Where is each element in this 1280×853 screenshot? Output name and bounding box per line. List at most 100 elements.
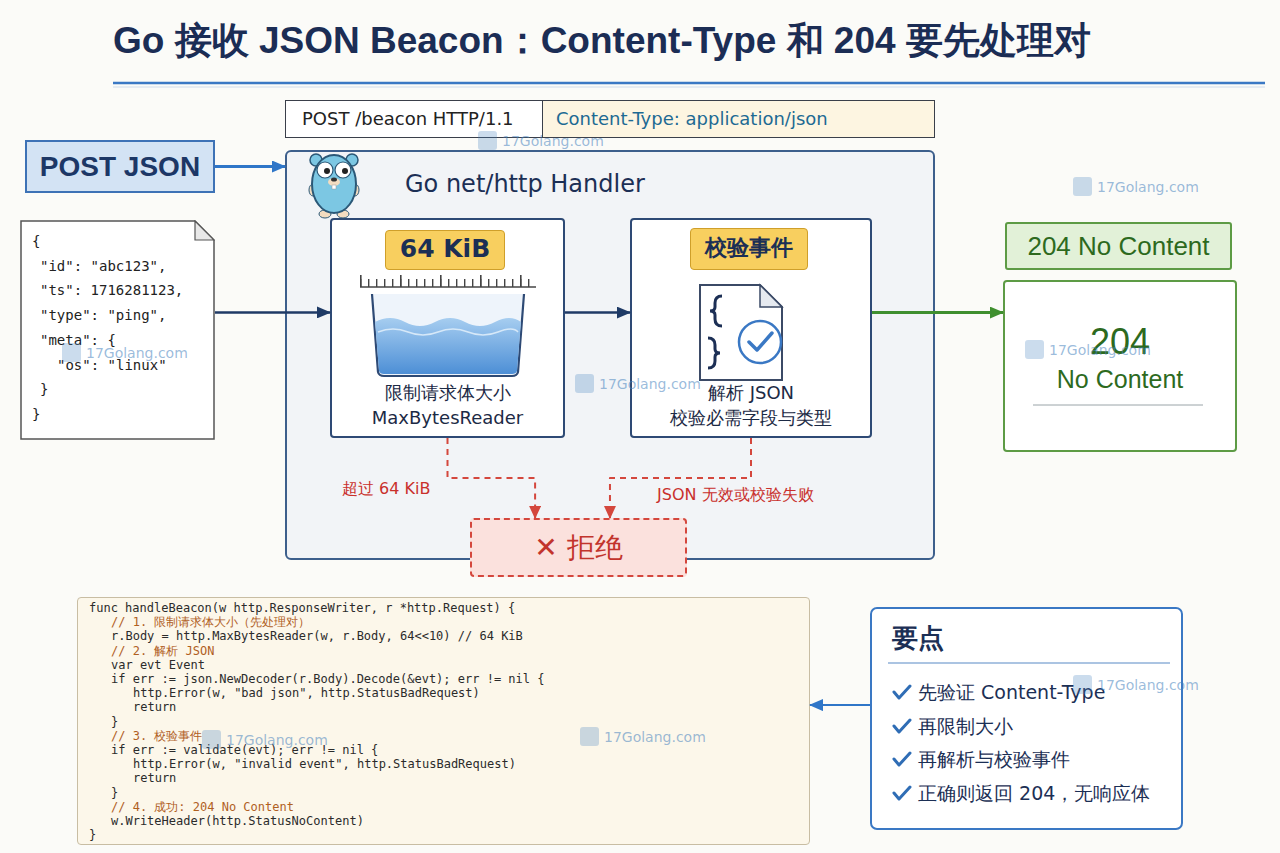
status-header: 204 No Content xyxy=(1005,222,1232,270)
watermark: 17Golang.com xyxy=(202,730,328,750)
watermark: 17Golang.com xyxy=(1073,177,1199,197)
button-label: POST JSON xyxy=(27,142,213,191)
code-line: // 1. 限制请求体大小（先处理对） xyxy=(111,615,310,629)
title-underline xyxy=(113,82,1265,85)
document-sheet xyxy=(21,221,214,439)
gopher-pupil xyxy=(324,168,330,174)
check-mark xyxy=(894,720,910,732)
check-mark xyxy=(894,686,910,698)
water-fill xyxy=(375,318,521,374)
status-box: 204No Content xyxy=(1003,280,1237,452)
json-line: "id": "abc123", xyxy=(40,257,166,275)
json-line: { xyxy=(32,232,40,250)
reject-box: ✕ 拒绝 xyxy=(470,518,687,577)
input-box: POST JSON xyxy=(25,140,215,193)
code-line: return xyxy=(133,700,176,714)
size-tag: 64 KiB xyxy=(385,230,505,270)
check-mark xyxy=(749,333,772,350)
connector xyxy=(215,311,330,314)
connector xyxy=(872,311,1003,314)
json-line: "ts": 1716281123, xyxy=(40,281,183,299)
code-line: } xyxy=(111,786,118,800)
heading: 要点 xyxy=(892,621,944,655)
header-field: Content-Type: application/json xyxy=(542,101,934,137)
watermark: 17Golang.com xyxy=(1073,675,1199,695)
code-line: return xyxy=(133,771,176,785)
json-line: } xyxy=(32,405,40,423)
check-item: 再限制大小 xyxy=(918,714,1013,738)
document-fold xyxy=(195,221,214,240)
paper-fold xyxy=(760,285,782,307)
watermark: 17Golang.com xyxy=(1025,340,1151,360)
check-item: 再解析与校验事件 xyxy=(918,747,1070,771)
code-line: // 3. 校验事件 xyxy=(111,729,202,743)
json-line: } xyxy=(40,380,48,398)
reject-label: ✕ 拒绝 xyxy=(472,520,685,575)
connector xyxy=(610,438,751,518)
handler-box: Go net/http Handler 64 KiB 限制请求体大小 MaxByte… xyxy=(285,150,935,560)
json-line: "type": "ping", xyxy=(40,306,166,324)
gopher-body xyxy=(312,155,356,213)
title-underline-shadow xyxy=(113,87,1265,88)
gopher-teeth xyxy=(332,185,336,189)
request-line: POST /beacon HTTP/1.1 xyxy=(286,101,542,137)
status-heading: 204 No Content xyxy=(1007,224,1230,268)
code-box: func handleBeacon(w http.ResponseWriter,… xyxy=(77,597,810,845)
check-item: 正确则返回 204，无响应体 xyxy=(918,781,1150,805)
ruler-major-ticks xyxy=(360,275,536,287)
check-icon xyxy=(892,683,912,701)
code-line: http.Error(w, "invalid event", http.Stat… xyxy=(133,757,516,771)
code-line: // 2. 解析 JSON xyxy=(111,644,214,658)
code-line: } xyxy=(111,715,118,729)
code-line: r.Body = http.MaxBytesReader(w, r.Body, … xyxy=(111,629,523,643)
box-caption: 限制请求体大小 MaxBytesReader xyxy=(332,380,563,430)
gopher-ear xyxy=(310,154,322,166)
gopher-arm xyxy=(351,184,359,196)
ruler-ticks xyxy=(360,279,536,287)
check-mark xyxy=(894,753,910,765)
code-line: http.Error(w, "bad json", http.StatusBad… xyxy=(133,686,480,700)
code-line: } xyxy=(89,828,96,842)
watermark: 17Golang.com xyxy=(478,131,604,151)
connector xyxy=(565,311,630,314)
process-box: 校验事件解析 JSON 校验必需字段与类型 xyxy=(630,218,872,438)
bucket-outline xyxy=(372,294,524,376)
code-line: var evt Event xyxy=(111,658,205,672)
brace-close xyxy=(708,338,720,368)
notes-box: 要点先验证 Content-Type再限制大小再解析与校验事件正确则返回 204… xyxy=(870,607,1183,830)
check-mark xyxy=(894,787,910,799)
process-box: 64 KiB 限制请求体大小 MaxBytesReader xyxy=(330,218,565,438)
edge-label: 超过 64 KiB xyxy=(342,479,430,499)
gopher-snout xyxy=(328,178,340,186)
gopher-eye xyxy=(317,162,333,178)
status-text: No Content xyxy=(1005,364,1235,394)
edge-label: JSON 无效或校验失败 xyxy=(657,485,814,505)
gopher-foot xyxy=(337,210,349,218)
step-tag: 校验事件 xyxy=(690,228,808,270)
heading-underline xyxy=(888,662,1170,664)
divider-line xyxy=(1033,405,1203,406)
bucket-illustration xyxy=(360,281,536,376)
gopher-mascot xyxy=(309,154,359,218)
connector xyxy=(810,704,870,706)
json-document: {"id": "abc123", "ts": 1716281123, "type":… xyxy=(20,220,215,440)
watermark: 17Golang.com xyxy=(62,343,188,363)
check-icon xyxy=(892,750,912,768)
ruler-line xyxy=(360,286,536,288)
brace-open xyxy=(710,296,722,326)
connector xyxy=(215,165,285,168)
json-check-icon xyxy=(700,285,782,380)
gopher-foot xyxy=(319,210,331,218)
document-outline xyxy=(20,220,215,440)
code-line: if err := json.NewDecoder(r.Body).Decode… xyxy=(111,672,544,686)
gopher-eye xyxy=(335,162,351,178)
watermark: 17Golang.com xyxy=(575,374,701,394)
watermark: 17Golang.com xyxy=(580,727,706,747)
check-icon xyxy=(892,784,912,802)
check-badge xyxy=(739,321,781,363)
code-line: w.WriteHeader(http.StatusNoContent) xyxy=(111,814,364,828)
box-heading: Go net/http Handler xyxy=(405,169,645,199)
